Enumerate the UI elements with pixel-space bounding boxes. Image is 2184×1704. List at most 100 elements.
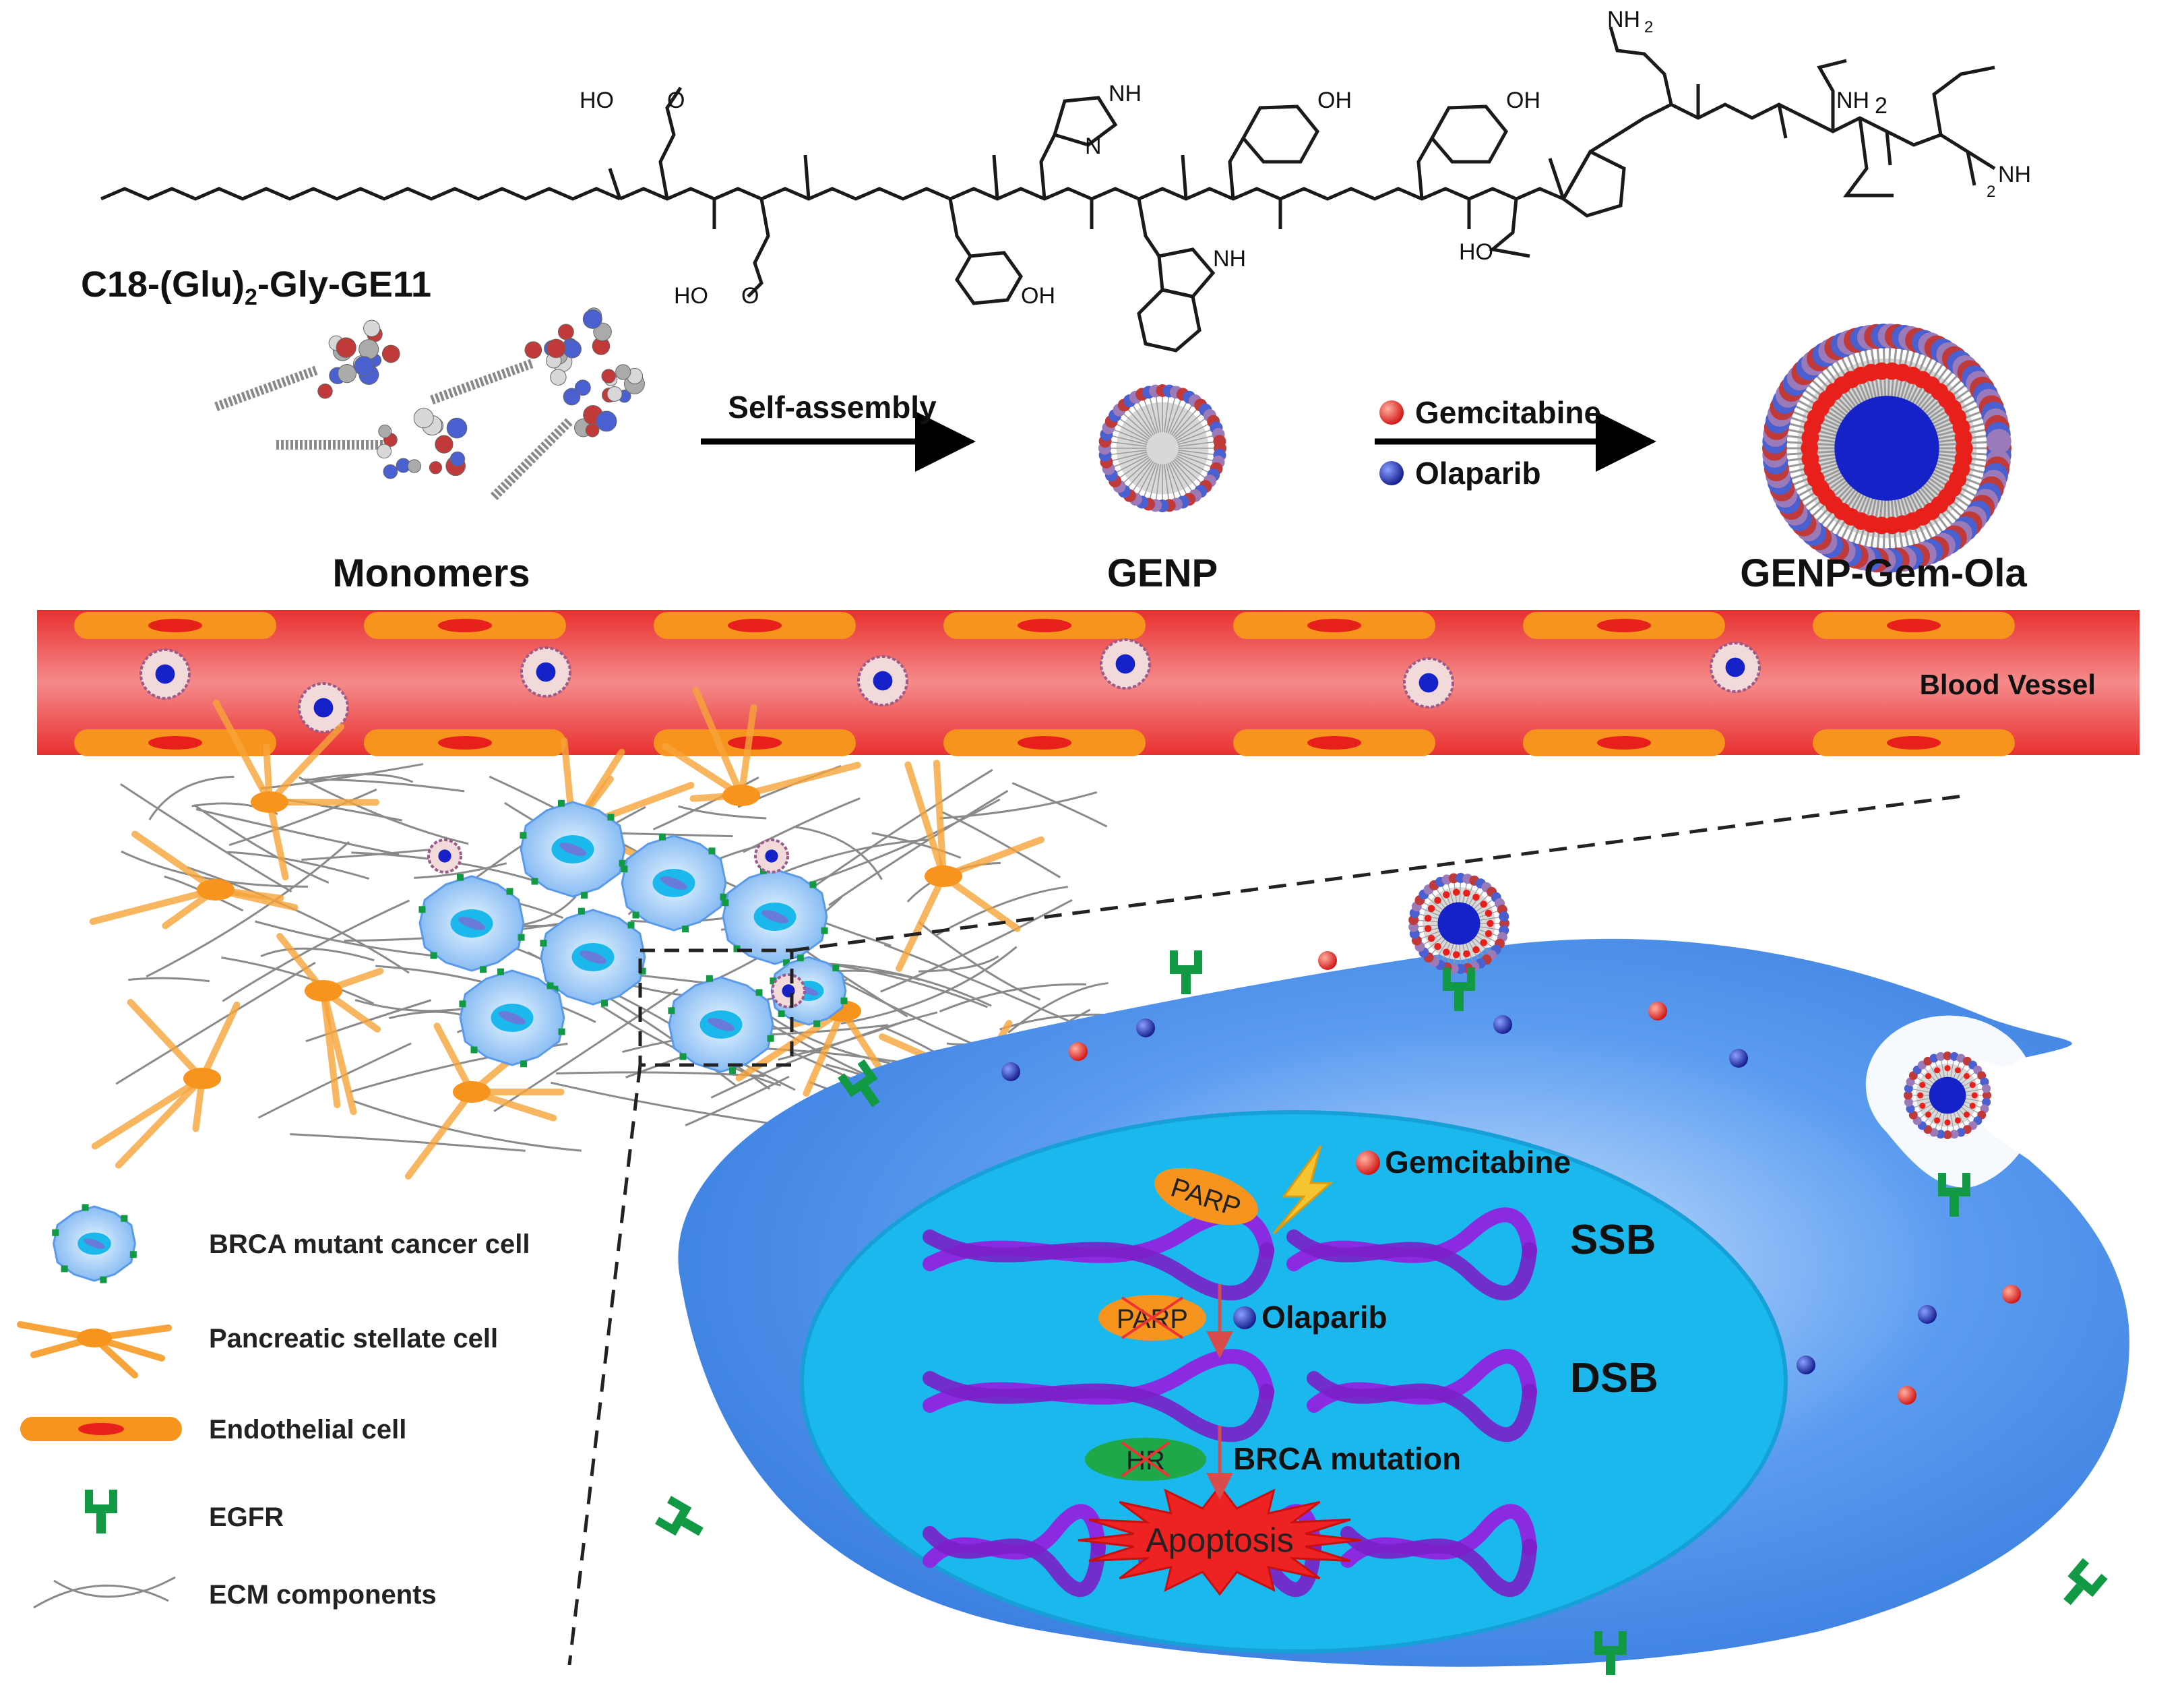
olaparib-dot — [1233, 1306, 1256, 1329]
carbonyl — [1183, 155, 1186, 199]
stellate-body — [925, 865, 962, 887]
monomer-head-atom — [377, 444, 392, 458]
egfr-stem — [681, 1517, 704, 1535]
carbonyl — [805, 155, 809, 199]
egfr-mini — [457, 874, 464, 881]
egfr-mini — [706, 975, 713, 982]
gemcitabine-shell — [1480, 901, 1487, 908]
np-headgroup — [1987, 429, 2011, 454]
gemcitabine-shell — [1964, 1073, 1970, 1079]
egfr-mini — [100, 1277, 106, 1283]
small-np-core — [1419, 673, 1439, 693]
ecm-fiber — [794, 827, 882, 880]
egfr-mini — [520, 1060, 527, 1067]
ecm-fiber — [743, 798, 860, 852]
egfr-mini — [520, 832, 526, 839]
ecm-fiber — [936, 887, 1068, 936]
peptide-name-rest: -Gly-GE11 — [257, 264, 431, 305]
egfr-mini — [547, 982, 553, 989]
carbonyl — [1887, 131, 1890, 165]
atom-label: OH — [1317, 88, 1352, 113]
tyr-ring-top-2 — [1432, 106, 1506, 162]
egfr-mini — [130, 1251, 137, 1258]
tyr-side-chain-top-2 — [1418, 138, 1432, 199]
stellate-cell — [899, 763, 1041, 969]
ecm-fiber — [786, 799, 1000, 891]
ecm-fiber — [800, 770, 993, 896]
gemcitabine-shell — [1428, 935, 1435, 942]
ecm-fiber — [229, 789, 377, 845]
brca-mutant-cancer-cell — [520, 800, 625, 899]
small-nanoparticle — [859, 657, 907, 705]
gemcitabine-shell — [1955, 429, 1972, 446]
his-side-chain — [1041, 135, 1055, 199]
stellate-body — [183, 1068, 221, 1089]
egfr-mini — [621, 865, 627, 872]
egfr-receptor — [2055, 1558, 2108, 1613]
endothelial-nucleus — [1887, 619, 1941, 632]
endothelial-nucleus — [728, 736, 782, 750]
tyr-side-chain-top-1 — [1230, 138, 1243, 199]
egfr-mini — [601, 1000, 608, 1006]
olaparib-legend-label: Olaparib — [1415, 456, 1541, 491]
egfr-head — [1170, 950, 1202, 974]
gemcitabine-shell — [1453, 888, 1460, 896]
gemcitabine-shell — [1970, 1082, 1976, 1088]
egfr-stem — [1454, 991, 1464, 1011]
egfr-mini — [809, 881, 816, 888]
gemcitabine-shell — [1934, 1118, 1940, 1124]
egfr-mini — [506, 888, 513, 894]
endothelial-nucleus — [1597, 736, 1651, 750]
egfr-mini — [841, 998, 848, 1004]
endothelial-nucleus — [438, 736, 492, 750]
egfr-mini — [61, 1265, 68, 1272]
gemcitabine-shell — [1485, 930, 1493, 938]
monomer — [276, 408, 467, 479]
gemcitabine-shell — [1970, 1103, 1976, 1109]
olaparib-particle — [1797, 1356, 1815, 1374]
gemcitabine-particle — [1898, 1386, 1916, 1405]
egfr-mini — [459, 1000, 466, 1007]
gemcitabine-particle — [1069, 1042, 1088, 1061]
ecm-fiber — [150, 777, 235, 820]
egfr-mini — [82, 1204, 89, 1211]
zoom-line-left — [569, 1065, 640, 1665]
egfr-stem — [1606, 1655, 1615, 1675]
olaparib-core — [1929, 1077, 1966, 1114]
small-nanoparticle — [772, 975, 805, 1007]
stellate-body — [453, 1081, 491, 1103]
small-nanoparticle — [429, 840, 461, 872]
gemcitabine-shell — [1425, 915, 1432, 922]
trp-side-chain — [1139, 199, 1159, 256]
gemcitabine-shell — [1480, 939, 1487, 946]
olaparib-core — [1834, 396, 1939, 500]
gemcitabine-shell — [1453, 951, 1460, 958]
olaparib-label: Olaparib — [1261, 1300, 1387, 1335]
ecm-fiber — [128, 978, 210, 981]
egfr-mini — [768, 1035, 774, 1042]
egfr-mini — [540, 940, 547, 946]
brca-mutant-cancer-cell — [52, 1204, 137, 1283]
tyr-ring-bottom — [957, 253, 1021, 303]
stellate-body — [197, 879, 235, 901]
monomer-head-atom — [316, 382, 335, 401]
olaparib-particle — [1918, 1305, 1937, 1324]
brca-mutant-cancer-cell — [459, 969, 565, 1068]
endothelial-nucleus — [1307, 619, 1361, 632]
gemcitabine-shell — [1925, 1112, 1931, 1118]
atom-label: NH — [1109, 81, 1142, 106]
monomer-tail — [216, 370, 317, 407]
genp-particle — [1098, 384, 1226, 512]
gemcitabine-shell — [1944, 1120, 1950, 1126]
monomer-head-atom — [408, 460, 420, 473]
endothelial-nucleus — [438, 619, 492, 632]
stellate-process — [202, 1005, 237, 1078]
apoptosis-burst: Apoptosis — [1078, 1486, 1361, 1594]
stellate-process — [131, 1002, 202, 1078]
ecm-fiber — [261, 948, 374, 960]
egfr-receptor — [655, 1496, 709, 1546]
egfr-mini — [821, 927, 828, 934]
tyr-ring-top-1 — [1243, 106, 1317, 162]
egfr-mini — [627, 921, 634, 928]
